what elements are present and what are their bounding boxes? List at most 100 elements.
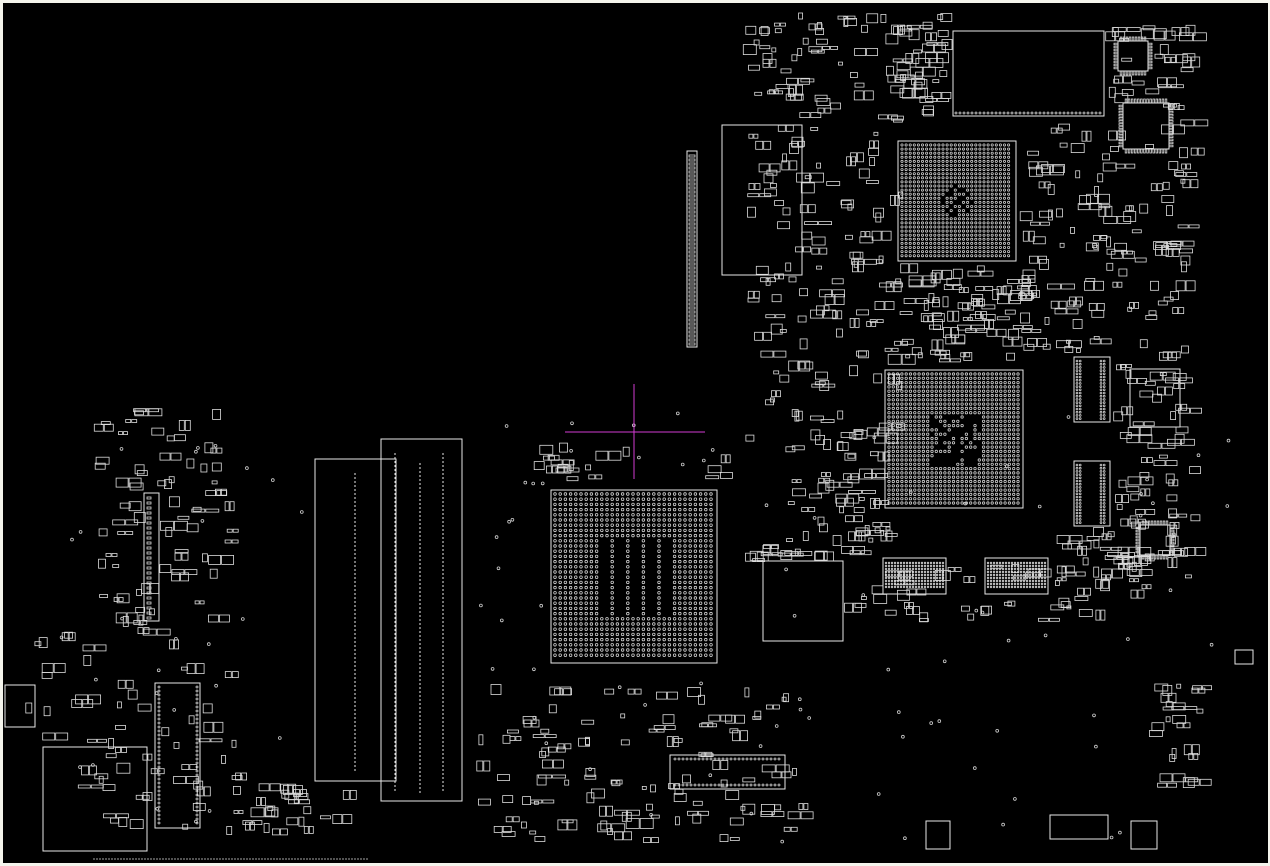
bga-ball: [929, 172, 933, 176]
bga-ball: [964, 389, 969, 393]
bga-ball: [1003, 497, 1007, 501]
chip-pad: [195, 781, 199, 785]
bga-ball: [698, 518, 703, 522]
lan-chip[interactable]: [42, 746, 148, 852]
bga-ball: [641, 544, 646, 548]
connector-bottom-right[interactable]: [1049, 814, 1109, 840]
smd-component: [105, 553, 112, 557]
dimm-slot-b[interactable]: [380, 438, 463, 802]
bga-ball: [974, 229, 978, 233]
bga-ball: [688, 648, 692, 652]
chip-pad: [689, 757, 693, 761]
mount-pad-2[interactable]: [1130, 820, 1158, 850]
bga-ball: [978, 176, 982, 180]
bga-ball: [1007, 250, 1011, 254]
usb-controller-chip[interactable]: [952, 30, 1105, 117]
bga-ball: [1012, 415, 1016, 419]
bga-ball: [688, 585, 692, 590]
bga-ball: [693, 528, 698, 533]
bga-ball: [657, 559, 661, 564]
bga-ball: [698, 632, 703, 637]
bios-chip[interactable]: [762, 560, 844, 642]
bga-ball: [974, 217, 978, 221]
bga-ball: [960, 436, 964, 441]
smd-component: [586, 792, 595, 804]
bga-ball: [969, 389, 973, 393]
board-viewer-canvas[interactable]: [3, 3, 1268, 863]
chip-pad: [905, 585, 909, 589]
memory-bank-2[interactable]: [984, 557, 1049, 595]
qfp-pin: [1159, 554, 1163, 560]
bga-ball: [900, 393, 904, 398]
bga-ball: [974, 245, 978, 249]
mount-pad-3[interactable]: [1234, 649, 1254, 665]
bga-ball: [641, 585, 646, 590]
bga-ball: [934, 479, 938, 484]
bga-ball: [1003, 471, 1007, 475]
bga-ball: [1016, 419, 1020, 423]
bga-ball: [960, 376, 964, 380]
bga-ball: [594, 611, 599, 616]
bga-ball: [620, 627, 625, 631]
bga-ball: [662, 502, 666, 507]
smd-component: [773, 89, 779, 95]
bga-ball: [605, 632, 609, 637]
bga-ball: [709, 565, 713, 569]
ram-chip-3[interactable]: [1129, 368, 1181, 428]
bga-cpu-socket[interactable]: [550, 489, 718, 664]
mount-pad-1[interactable]: [925, 820, 951, 850]
bga-ball: [895, 389, 900, 393]
bga-ball: [891, 454, 895, 458]
io-controller-chip[interactable]: [721, 124, 803, 276]
bga-ball: [568, 627, 573, 631]
qfp-pin: [1147, 54, 1153, 58]
qfp-pin: [1158, 148, 1162, 154]
bga-ball: [962, 168, 966, 172]
bga-ball: [933, 151, 937, 155]
bga-ball: [900, 184, 904, 188]
bga-ball: [916, 233, 920, 237]
memory-bank-1[interactable]: [882, 557, 947, 595]
long-connector-left[interactable]: [143, 492, 160, 622]
edge-connector-vertical[interactable]: [686, 150, 698, 348]
smd-component: [1171, 27, 1181, 37]
bga-ball: [641, 611, 646, 616]
bga-ball: [986, 147, 990, 151]
bga-north-bridge[interactable]: [897, 140, 1017, 262]
audio-chip[interactable]: [154, 682, 201, 829]
bga-ball: [574, 622, 578, 626]
bga-ball: [966, 245, 970, 249]
chip-pad: [887, 564, 891, 568]
ram-chip-2[interactable]: [1073, 460, 1111, 527]
bga-ball: [900, 479, 904, 484]
chip-pad: [1018, 111, 1022, 115]
smd-component: [1095, 609, 1101, 621]
bga-ball: [1003, 233, 1007, 237]
smd-component: [799, 112, 811, 118]
smd-component: [1107, 531, 1115, 538]
smd-component: [606, 805, 613, 817]
bga-ball: [626, 617, 630, 621]
dimm-slot-a[interactable]: [314, 458, 397, 782]
qfp-chip-small[interactable]: [1117, 40, 1149, 72]
chip-left-edge[interactable]: [4, 684, 36, 728]
bga-ball: [969, 466, 973, 471]
chip-pad: [998, 576, 1002, 580]
smd-component: [544, 734, 557, 738]
ram-chip-1[interactable]: [1073, 356, 1111, 423]
qfp-chip-top[interactable]: [1122, 102, 1170, 150]
bga-ball: [956, 492, 960, 496]
bga-ball: [553, 617, 557, 621]
smd-component: [1179, 147, 1188, 159]
smd-component: [595, 450, 609, 461]
bga-ball: [688, 533, 692, 538]
chip-pad: [1043, 570, 1047, 574]
bga-ball: [925, 151, 929, 155]
bga-ball: [947, 466, 951, 471]
chip-pad: [1043, 585, 1047, 589]
smd-component: [131, 419, 138, 423]
bga-ball: [913, 475, 917, 479]
bga-ball: [982, 143, 986, 147]
bga-ball: [951, 411, 956, 415]
bga-ball: [908, 471, 913, 475]
